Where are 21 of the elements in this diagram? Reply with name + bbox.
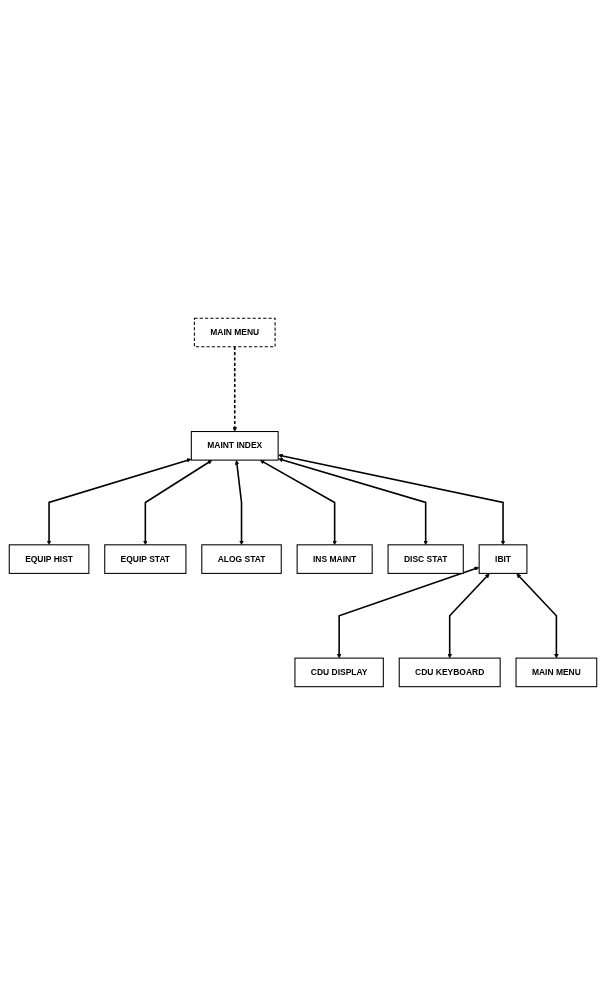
arrow: [278, 453, 506, 545]
arrow: [278, 457, 428, 545]
arrow: [259, 459, 337, 545]
arrow: [234, 459, 244, 545]
node-box: EQUIP STAT: [104, 543, 187, 574]
node-box: INS MAINT: [296, 543, 373, 574]
node-box: MAINT INDEX: [190, 430, 279, 461]
node-box: IBIT: [478, 543, 528, 574]
arrow: [336, 566, 480, 658]
node-box: ALOG STAT: [201, 543, 282, 574]
node-box: CDU KEYBOARD: [398, 657, 501, 687]
arrow: [232, 345, 238, 432]
node-box: MAIN MENU: [515, 657, 598, 687]
node-box: EQUIP HIST: [8, 543, 90, 574]
node-box: DISC STAT: [387, 543, 464, 574]
node-box: CDU DISPLAY: [294, 657, 384, 687]
node-box: MAIN MENU: [193, 317, 276, 347]
arrow: [516, 572, 559, 658]
arrow: [46, 457, 192, 545]
arrow: [447, 572, 490, 658]
arrow: [143, 459, 213, 545]
